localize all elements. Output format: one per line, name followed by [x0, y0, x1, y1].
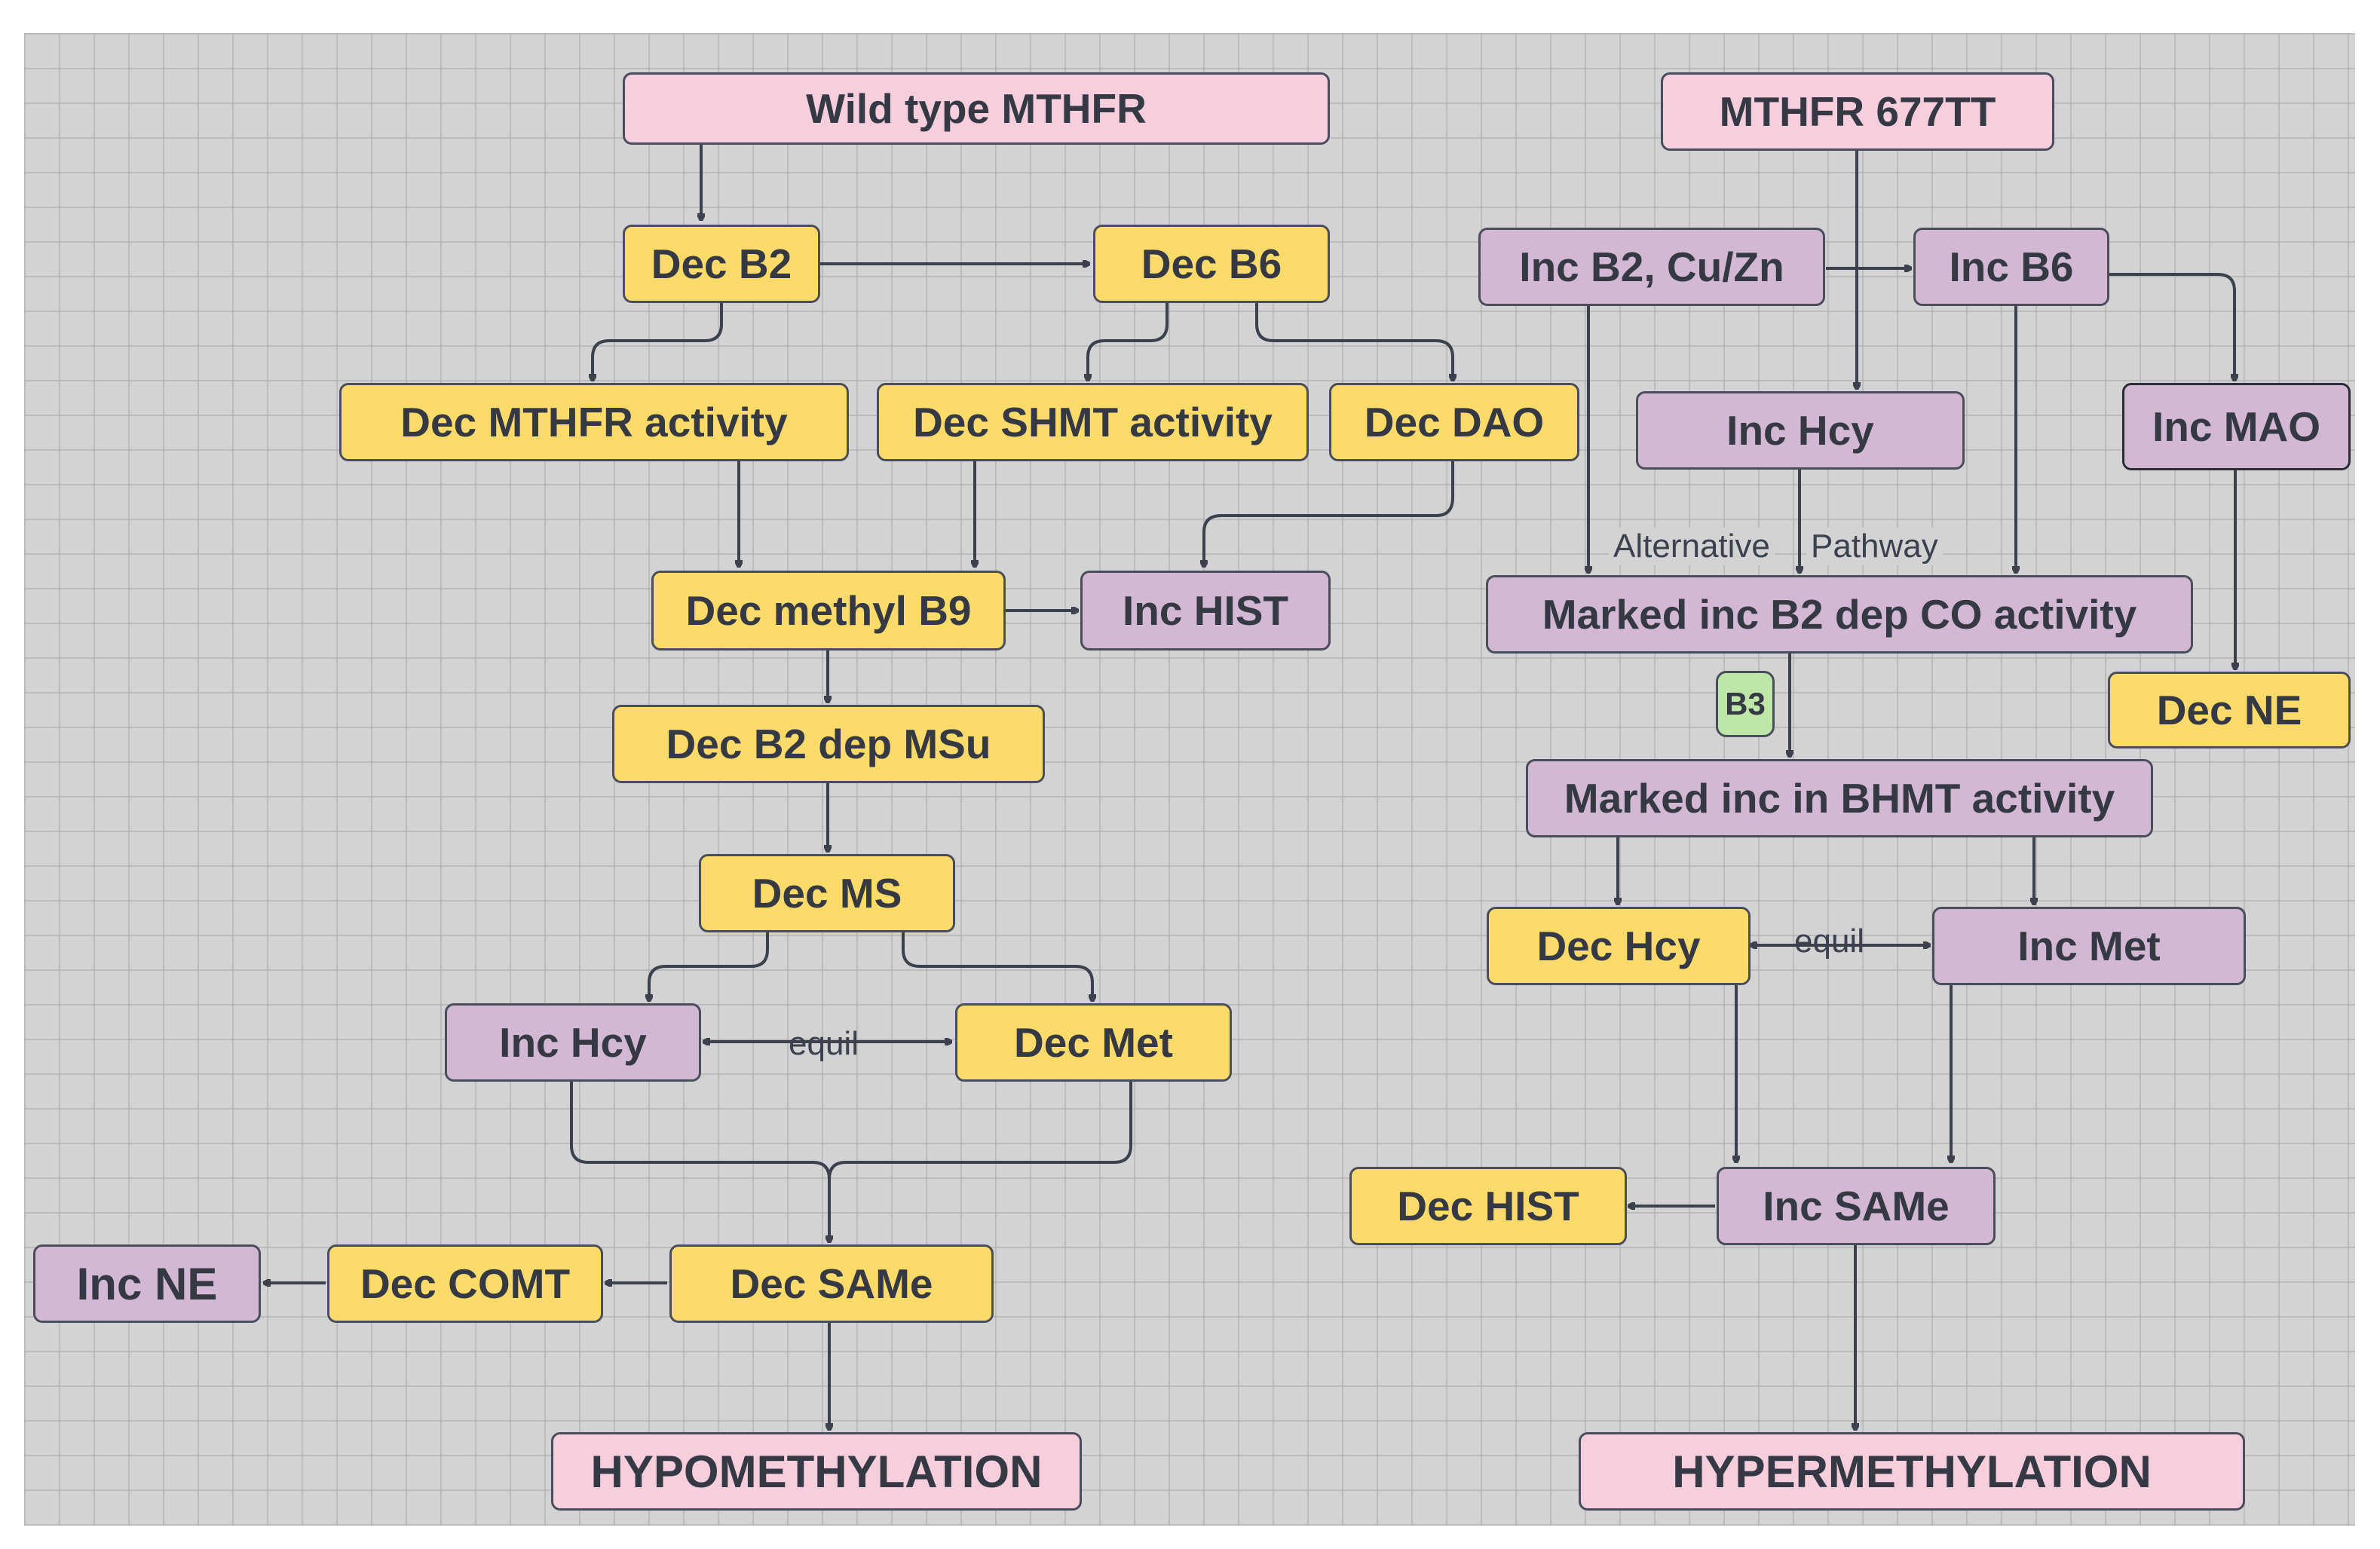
- node-inc-b2-cuzn: Inc B2, Cu/Zn: [1478, 228, 1825, 306]
- node-dec-ms: Dec MS: [699, 854, 955, 932]
- node-dec-ne: Dec NE: [2108, 672, 2351, 748]
- edge-decb2-decmthfr: [593, 302, 723, 381]
- node-dec-same: Dec SAMe: [669, 1244, 994, 1323]
- node-inc-met: Inc Met: [1932, 907, 2246, 985]
- node-hypomethylation: HYPOMETHYLATION: [551, 1432, 1082, 1511]
- node-inc-b6: Inc B6: [1913, 228, 2109, 306]
- node-mthfr-677tt: MTHFR 677TT: [1661, 72, 2054, 151]
- node-dec-hist: Dec HIST: [1349, 1167, 1627, 1245]
- node-hypermethylation: HYPERMETHYLATION: [1579, 1432, 2245, 1511]
- node-inc-hist: Inc HIST: [1080, 571, 1331, 651]
- node-marked-inc-b2-co: Marked inc B2 dep CO activity: [1486, 575, 2193, 654]
- node-dec-mthfr-activity: Dec MTHFR activity: [339, 383, 849, 461]
- equil-label-right: equil: [1794, 923, 1864, 960]
- node-dec-methyl-b9: Dec methyl B9: [651, 571, 1006, 651]
- node-wild-type-mthfr: Wild type MTHFR: [623, 72, 1330, 145]
- node-dec-dao: Dec DAO: [1329, 383, 1579, 461]
- node-dec-shmt-activity: Dec SHMT activity: [877, 383, 1309, 461]
- node-dec-comt: Dec COMT: [327, 1244, 603, 1323]
- node-inc-hcy-right: Inc Hcy: [1636, 391, 1965, 470]
- node-dec-b6: Dec B6: [1093, 225, 1330, 303]
- pathway-label: Pathway: [1806, 528, 1943, 565]
- node-inc-mao: Inc MAO: [2122, 383, 2351, 470]
- node-dec-b2-dep-msu: Dec B2 dep MSu: [612, 705, 1045, 783]
- edge-decms-inchcy: [649, 929, 769, 1001]
- edge-decms-decmet: [902, 929, 1092, 1001]
- edge-decb6-decshmt: [1088, 302, 1169, 381]
- alternative-label: Alternative: [1609, 528, 1775, 565]
- node-dec-met: Dec Met: [955, 1003, 1232, 1082]
- node-inc-same: Inc SAMe: [1717, 1167, 1996, 1245]
- edge-inchcy-decsame: [570, 1080, 829, 1242]
- node-b3: B3: [1716, 671, 1775, 737]
- node-dec-hcy: Dec Hcy: [1487, 907, 1751, 985]
- edge-decmet-decsame: [828, 1080, 1132, 1242]
- node-dec-b2: Dec B2: [623, 225, 820, 303]
- edge-decb6-decdao: [1255, 302, 1453, 381]
- node-marked-inc-bhmt: Marked inc in BHMT activity: [1526, 759, 2153, 837]
- edge-decdao-inchist: [1204, 460, 1454, 567]
- edge-incb6-incmao: [2109, 273, 2235, 381]
- node-inc-hcy-left: Inc Hcy: [445, 1003, 701, 1082]
- equil-label-left: equil: [789, 1025, 859, 1062]
- node-inc-ne: Inc NE: [33, 1244, 261, 1323]
